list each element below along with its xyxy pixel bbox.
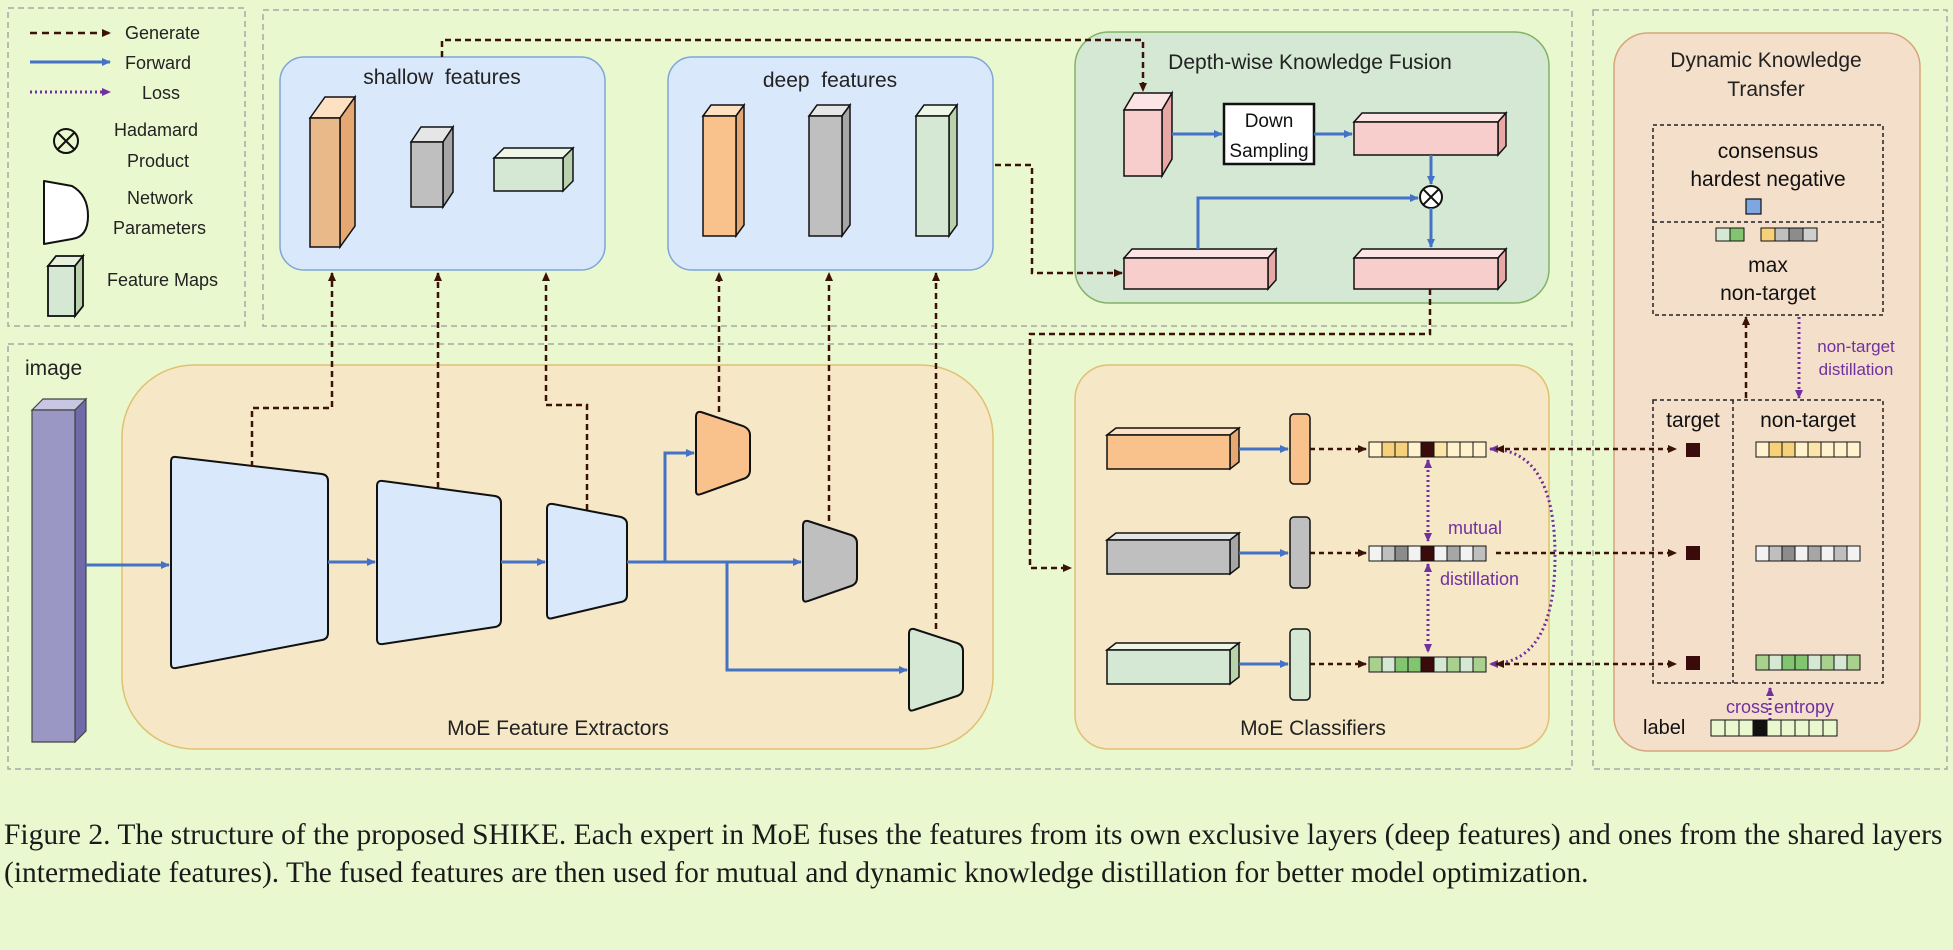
right-frame [1592, 9, 1948, 770]
dkf-title: Depth-wise Knowledge Fusion [1168, 51, 1452, 74]
generate-shallow-to-dkf [440, 38, 1147, 92]
max-line1: max [1748, 254, 1788, 277]
legend-network-line2: Parameters [113, 218, 206, 238]
classifier-head-orange [1289, 413, 1311, 485]
consensus-line1: consensus [1718, 140, 1818, 163]
generate-block3-to-shallow-green [542, 272, 589, 510]
moe-classifiers-title: MoE Classifiers [1240, 717, 1386, 740]
legend-frame [7, 7, 246, 327]
generate-deep-to-dkf [995, 163, 1123, 277]
dkf-downsampled-feature-map [1352, 111, 1508, 157]
expert-block-green [908, 627, 964, 712]
label-text: label [1643, 717, 1685, 739]
shared-block-1 [170, 455, 329, 670]
max-line2: non-target [1720, 282, 1816, 305]
mutual-distillation-arc [1489, 445, 1557, 668]
down-sampling-line1: Down [1245, 111, 1294, 132]
nontarget-strip-green [1755, 654, 1861, 671]
dkf-deep-feature-map [1122, 247, 1278, 291]
feature-map-icon [46, 253, 85, 319]
nontarget-strip-orange [1755, 441, 1861, 458]
target-header: target [1666, 409, 1720, 432]
deep-features-title: deep features [763, 69, 897, 92]
mutual-label: mutual [1448, 518, 1502, 538]
dkf-forward-arrow-4 [1196, 194, 1419, 249]
nontarget-strip-gray [1755, 545, 1861, 562]
shallow-features-title: shallow features [363, 66, 521, 89]
nontarget-distillation-line1: non-target [1817, 337, 1895, 356]
max-nontarget-strip-green [1715, 227, 1745, 242]
logits-strip-gray [1368, 545, 1487, 562]
consensus-line2: hardest negative [1690, 168, 1845, 191]
label-one-hot-strip [1710, 719, 1838, 737]
dkf-fused-feature-map [1352, 247, 1508, 291]
deep-feature-map-orange [701, 102, 746, 239]
expert-block-orange [695, 410, 751, 496]
max-nontarget-strip-gray [1788, 227, 1818, 242]
max-nontarget-strip-orange [1760, 227, 1790, 242]
top-frame [262, 9, 1573, 327]
network-parameters-icon [43, 180, 89, 245]
logits-strip-orange [1368, 441, 1487, 458]
dkf-hadamard-icon [1419, 185, 1443, 209]
forward-block3-to-green [725, 562, 908, 674]
forward-block3-to-orange [627, 449, 695, 564]
generate-dkf-to-classifiers [1028, 289, 1432, 572]
legend-hadamard-line1: Hadamard [114, 120, 198, 140]
image-label: image [25, 357, 82, 380]
bottom-frame [7, 343, 1573, 770]
legend-generate-label: Generate [125, 23, 200, 43]
shallow-feature-map-orange [308, 94, 357, 250]
dkt-title-line2: Transfer [1727, 78, 1804, 101]
hardest-negative-square [1745, 198, 1762, 215]
down-sampling-line2: Sampling [1229, 141, 1308, 162]
moe-feature-extractors-title: MoE Feature Extractors [447, 717, 669, 740]
shallow-feature-map-gray [409, 124, 455, 210]
classifier-head-gray [1289, 516, 1311, 589]
distillation-label: distillation [1440, 569, 1519, 589]
classifier-head-green [1289, 628, 1311, 701]
legend-loss-label: Loss [142, 83, 180, 103]
target-nontarget-box [1652, 399, 1884, 684]
shallow-feature-map-green [492, 146, 575, 193]
figure-caption: Figure 2. The structure of the proposed … [4, 819, 1943, 889]
legend: Generate Forward Loss Hadamard Product N… [30, 23, 218, 319]
input-image [30, 397, 88, 744]
classifier-feature-green [1104, 641, 1242, 686]
deep-feature-map-gray [807, 102, 852, 239]
target-square-green [1686, 656, 1700, 670]
expert-block-gray [802, 519, 858, 603]
deep-feature-map-green [914, 102, 959, 239]
nontarget-header: non-target [1760, 409, 1856, 432]
logits-strip-green [1368, 656, 1487, 673]
dkt-title-line1: Dynamic Knowledge [1670, 49, 1861, 72]
target-square-orange [1686, 443, 1700, 457]
shared-block-2 [376, 479, 502, 646]
hadamard-icon [53, 128, 79, 154]
legend-feature-maps-label: Feature Maps [107, 270, 218, 290]
cross-entropy-label: cross entropy [1726, 697, 1834, 717]
shared-block-3 [546, 502, 628, 620]
classifier-feature-orange [1104, 426, 1242, 471]
target-square-gray [1686, 546, 1700, 560]
legend-network-line1: Network [127, 188, 194, 208]
legend-hadamard-line2: Product [127, 151, 189, 171]
consensus-box [1652, 124, 1884, 316]
legend-forward-label: Forward [125, 53, 191, 73]
nontarget-distillation-line2: distillation [1819, 360, 1894, 379]
dkf-input-feature-map [1122, 90, 1174, 179]
classifier-feature-gray [1104, 531, 1242, 576]
dkt-panel [1613, 32, 1921, 752]
